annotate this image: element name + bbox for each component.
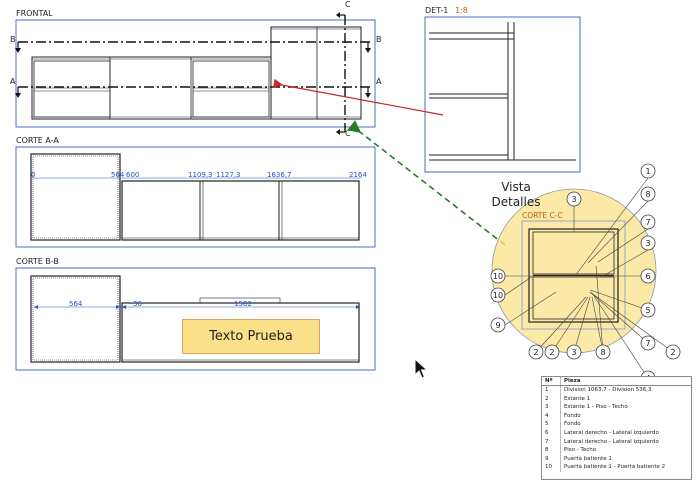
section-mark-a-left: A bbox=[10, 77, 16, 86]
corte-bb-view[interactable]: CORTE B-B 564 36 1582 bbox=[15, 257, 376, 371]
frontal-door-1 bbox=[33, 60, 111, 118]
dim-bb-1582: 1582 bbox=[234, 300, 252, 308]
frontal-title: FRONTAL bbox=[16, 9, 53, 18]
balloon-3-top[interactable]: 3 bbox=[566, 191, 582, 207]
balloon-8-bottom[interactable]: 8 bbox=[595, 344, 611, 360]
frontal-frame bbox=[15, 19, 376, 128]
dim-aa-600: 600 bbox=[126, 171, 139, 179]
svg-text:3: 3 bbox=[571, 348, 576, 357]
red-link-arrow[interactable] bbox=[272, 78, 444, 116]
vista-line-1: Vista bbox=[501, 180, 531, 194]
dim-aa-1127: 1127,3 bbox=[216, 171, 241, 179]
section-mark-c-top: C bbox=[345, 0, 351, 9]
detail-circle-view[interactable]: CORTE C-C 1 3 8 bbox=[490, 163, 681, 386]
balloon-10-lower[interactable]: 10 bbox=[490, 287, 506, 303]
balloon-3-bottom[interactable]: 3 bbox=[566, 344, 582, 360]
balloon-6[interactable]: 6 bbox=[640, 268, 656, 284]
section-mark-a-right: A bbox=[376, 77, 382, 86]
det1-view[interactable]: DET-1 1:8 bbox=[424, 6, 581, 173]
svg-text:6: 6 bbox=[645, 272, 650, 281]
dim-bb-36: 36 bbox=[133, 300, 142, 308]
section-mark-b-left: B bbox=[10, 35, 16, 44]
balloon-2-mid[interactable]: 2 bbox=[544, 344, 560, 360]
svg-text:7: 7 bbox=[645, 339, 650, 348]
balloon-3-right[interactable]: 3 bbox=[640, 235, 656, 251]
svg-text:10: 10 bbox=[493, 291, 503, 300]
svg-text:3: 3 bbox=[645, 239, 650, 248]
svg-text:1: 1 bbox=[645, 167, 650, 176]
vista-line-2: Detalles bbox=[491, 195, 541, 209]
dim-aa-0: 0 bbox=[31, 171, 35, 179]
corte-aa-title: CORTE A-A bbox=[16, 136, 59, 145]
balloon-2-right[interactable]: 2 bbox=[665, 344, 681, 360]
balloon-2-left[interactable]: 2 bbox=[528, 344, 544, 360]
det1-scale: 1:8 bbox=[455, 6, 468, 15]
det1-frame bbox=[424, 16, 581, 173]
svg-text:8: 8 bbox=[645, 190, 650, 199]
frontal-door-2 bbox=[192, 60, 270, 118]
svg-text:5: 5 bbox=[645, 306, 650, 315]
balloon-7-top[interactable]: 7 bbox=[640, 214, 656, 230]
vista-detalles-label: Vista Detalles bbox=[488, 180, 544, 210]
corte-cc-title: CORTE C-C bbox=[522, 211, 563, 220]
frontal-tall-cabinet bbox=[270, 26, 362, 120]
section-mark-c-bottom: C bbox=[345, 129, 351, 138]
legend-header-num: Nº bbox=[542, 377, 561, 386]
corte-bb-title: CORTE B-B bbox=[16, 257, 59, 266]
dim-bb-564: 564 bbox=[69, 300, 83, 308]
balloon-5[interactable]: 5 bbox=[640, 302, 656, 318]
section-mark-b-right: B bbox=[376, 35, 382, 44]
dim-aa-564: 564 bbox=[111, 171, 125, 179]
svg-text:2: 2 bbox=[533, 348, 538, 357]
svg-text:9: 9 bbox=[495, 321, 500, 330]
frontal-view[interactable]: FRONTAL B B A A bbox=[10, 0, 382, 138]
svg-text:10: 10 bbox=[493, 272, 503, 281]
corte-bb-frame bbox=[15, 267, 376, 371]
green-link-arrow[interactable] bbox=[347, 120, 506, 246]
dim-aa-2164: 2164 bbox=[349, 171, 367, 179]
leader-lines bbox=[504, 177, 674, 379]
svg-text:8: 8 bbox=[600, 348, 605, 357]
balloon-8-top[interactable]: 8 bbox=[640, 186, 656, 202]
det1-title: DET-1 bbox=[425, 6, 448, 15]
dim-aa-1109: 1109,3 bbox=[188, 171, 213, 179]
balloon-9[interactable]: 9 bbox=[490, 317, 506, 333]
balloon-10-upper[interactable]: 10 bbox=[490, 268, 506, 284]
balloon-7-bottom[interactable]: 7 bbox=[640, 335, 656, 351]
balloon-1[interactable]: 1 bbox=[640, 163, 656, 179]
mouse-cursor-icon bbox=[414, 358, 428, 379]
dim-aa-1636: 1636,7 bbox=[267, 171, 292, 179]
corte-aa-frame bbox=[15, 146, 376, 248]
corte-aa-view[interactable]: CORTE A-A 0 564 600 1109,3 1127,3 1636,7… bbox=[15, 136, 376, 248]
texto-prueba-box[interactable]: Texto Prueba bbox=[182, 319, 320, 354]
svg-text:3: 3 bbox=[571, 195, 576, 204]
svg-text:2: 2 bbox=[549, 348, 554, 357]
legend-header-piece: Pieza bbox=[560, 377, 691, 386]
svg-text:2: 2 bbox=[670, 348, 675, 357]
svg-text:7: 7 bbox=[645, 218, 650, 227]
